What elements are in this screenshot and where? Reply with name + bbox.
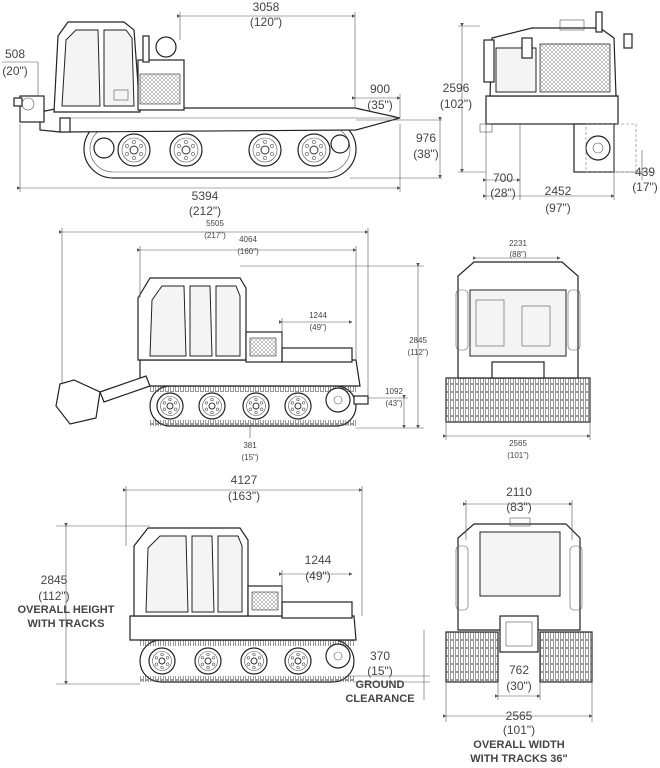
dim-mid-clearance-in: (15") [241,453,258,462]
top-rear-view: 2596 (102") 700 (28") 2452 (97") 439 (17… [440,11,658,215]
dim-mid-bed: 1244 [309,311,327,320]
exhaust-stack [142,35,150,63]
dim-front-width: 2565 [509,439,527,448]
dim-overall-length-in: (212") [189,204,221,218]
dim-bottom-front-width: 2565 [506,709,533,723]
dim-ground-clearance-in: (15") [367,664,393,678]
air-filter [155,36,177,58]
road-wheel [169,133,203,167]
dim-track-height-in: (38") [413,147,439,161]
dim-length-upper-in: (120") [250,15,282,29]
dim-bottom-bed-in: (49") [305,569,331,583]
dim-rear-height-in: (102") [440,97,472,111]
dim-overall-length: 5394 [192,189,219,203]
dim-front-overhang: 508 [5,47,25,61]
middle-side-view: 5505 (217") 4064 (160") 1244 (49") 2845 … [55,219,429,462]
dim-mid-body-length-in: (160") [237,247,259,256]
top-side-view: 3058 (120") 508 (20") 900 (35") 976 (38"… [2,0,442,218]
road-wheel [240,647,268,675]
dim-track-gap-in: (28") [490,186,516,200]
dim-bottom-height-in: (112") [38,589,69,603]
dim-mid-height-in: (112") [408,348,429,357]
dim-mid-hitch: 1092 [385,387,403,396]
dim-rear-lower: 439 [635,165,655,179]
road-wheel [117,133,151,167]
overall-height-label: OVERALL HEIGHT [18,604,115,616]
dim-mid-body-length: 4064 [239,235,257,244]
bottom-front-view: 2110 (83") 762 (30") 2565 (101") OVERALL… [443,485,593,765]
front-blade [55,379,101,425]
dim-mid-height: 2845 [409,336,427,345]
road-wheel [297,133,331,167]
road-wheel [148,647,176,675]
ground-label: GROUND [356,679,405,691]
road-wheel [194,647,222,675]
dim-bottom-front-width-in: (101") [503,723,535,737]
dim-front-top-width-in: (88") [509,250,526,259]
dim-rear-overhang: 900 [370,82,390,96]
dim-bottom-length-in: (163") [228,489,260,503]
dim-rear-width-in: (97") [545,201,571,215]
dim-bottom-front-top-width-in: (83") [506,500,532,514]
dim-track-height: 976 [416,131,436,145]
clearance-label: CLEARANCE [345,693,414,705]
tracks-36-label: WITH TRACKS 36" [470,753,568,765]
dim-front-top-width: 2231 [509,239,527,248]
dim-bottom-front-top-width: 2110 [506,485,532,499]
road-wheel [242,392,270,420]
dim-rear-overhang-in: (35") [367,98,393,112]
dim-length-upper: 3058 [253,0,280,14]
with-tracks-label: WITH TRACKS [28,618,105,630]
dim-mid-length-in: (217") [204,231,226,240]
bottom-side-view: 4127 (163") 1244 (49") 2845 (112") OVERA… [18,473,430,705]
road-wheel [284,392,312,420]
dim-bottom-front-gap: 762 [509,663,529,677]
dim-rear-lower-in: (17") [632,180,658,194]
dim-bottom-height: 2845 [41,573,68,587]
dim-rear-width: 2452 [545,184,572,198]
dim-ground-clearance: 370 [370,649,390,663]
dim-bottom-front-gap-in: (30") [506,679,532,693]
dim-rear-height: 2596 [443,81,470,95]
dim-bottom-length: 4127 [231,473,258,487]
road-wheel [156,392,184,420]
middle-front-view: 2231 (88") 2565 (101") [443,239,591,460]
dim-track-gap: 700 [493,171,513,185]
dim-mid-length: 5505 [206,219,224,228]
dim-bottom-bed: 1244 [305,553,332,567]
dim-front-width-in: (101") [507,451,529,460]
overall-width-label: OVERALL WIDTH [473,739,565,751]
dim-front-overhang-in: (20") [2,64,28,78]
dim-mid-hitch-in: (43") [385,399,402,408]
road-wheel [248,133,282,167]
road-wheel [198,392,226,420]
dim-mid-bed-in: (49") [309,323,326,332]
road-wheel [284,647,312,675]
dim-mid-clearance: 381 [243,441,257,450]
